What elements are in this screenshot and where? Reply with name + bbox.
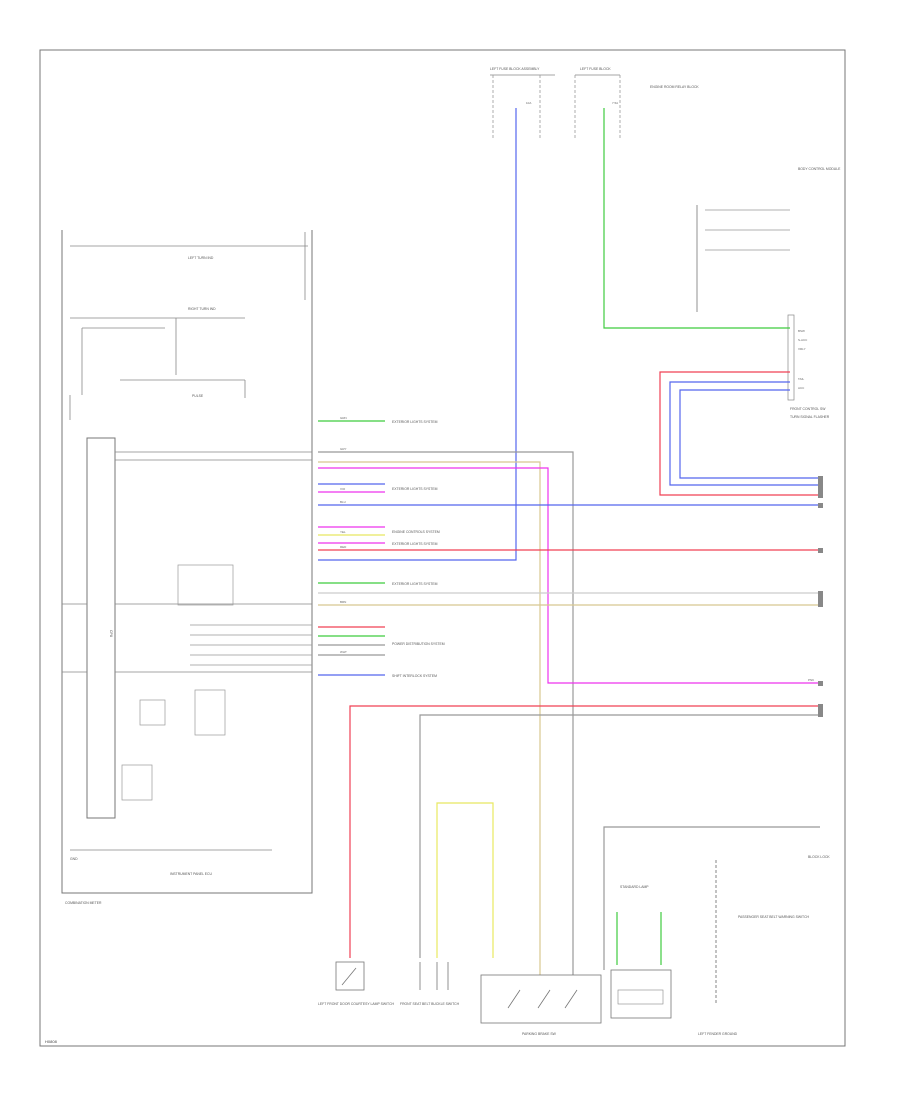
wire-label-2: ENGINE CONTROLS SYSTEM: [392, 530, 440, 534]
color-code-1: RED: [340, 545, 347, 549]
right-module: BODY CONTROL MODULE FRONT CONTROL SW TUR…: [696, 167, 841, 419]
rm-pin-3: TAIL: [798, 377, 804, 381]
lamp-label: STANDARD LAMP: [620, 885, 649, 889]
left-turn-label: LEFT TURN IND: [188, 256, 214, 260]
wire-label-4: EXTERIOR LIGHTS SYSTEM: [392, 582, 438, 586]
color-code-7: WHT: [340, 650, 347, 654]
wire-tan-1: [318, 461, 541, 985]
wire-label-6: SHIFT INTERLOCK SYSTEM: [392, 674, 437, 678]
block-lock-label: BLOCK LOCK: [808, 855, 830, 859]
color-code-6: GRY: [340, 447, 346, 451]
ecu-label: INSTRUMENT PANEL ECU: [170, 872, 212, 876]
ground-label-bottom: LEFT FENDER GROUND: [698, 1032, 738, 1036]
wire-red-bottom: [349, 705, 820, 958]
lamp-box: [610, 969, 672, 1019]
rm-pin-0: BSW: [798, 329, 805, 333]
right-switch-label: FRONT SEAT BELT BUCKLE SWITCH: [400, 1002, 460, 1006]
engine-room-label: ENGINE ROOM RELAY BLOCK: [650, 85, 699, 89]
bottom-components: LEFT FRONT DOOR COURTESY LAMP SWITCH FRO…: [318, 855, 830, 1036]
meter-cpu-block: [86, 437, 116, 819]
wire-label-3: EXTERIOR LIGHTS SYSTEM: [392, 542, 438, 546]
color-code-0: GRN: [340, 416, 347, 420]
wire-red-loop: [659, 371, 820, 496]
diagram-frame: [39, 49, 846, 1047]
color-code-8: PNK: [808, 678, 814, 682]
wire-gray-top: [318, 451, 574, 985]
right-module-note2: TURN SIGNAL FLASHER: [790, 415, 830, 419]
color-code-4: VIO: [340, 487, 346, 491]
rm-pin-1: S-ACC: [798, 338, 808, 342]
footer-code: H0808: [45, 1039, 58, 1044]
right-module-note: FRONT CONTROL SW: [790, 407, 826, 411]
cpu-label: CPU: [109, 630, 113, 638]
wire-blue-loop-2: [679, 389, 820, 479]
wire-magenta: [318, 467, 820, 684]
passenger-label: PASSENGER SEAT BELT WARNING SWITCH: [738, 915, 810, 919]
color-code-2: BLU: [340, 500, 346, 504]
left-fuse-label: 10A: [526, 101, 531, 105]
ground-label: GND: [70, 857, 78, 861]
wire-label-0: EXTERIOR LIGHTS SYSTEM: [392, 420, 438, 424]
combination-meter: CPU LEFT TURN IND RIGHT TURN IND PULSE G…: [61, 230, 313, 905]
right-fuse-label: 7.5A: [612, 101, 618, 105]
wire-blue-vertical: [318, 108, 517, 561]
right-edge-connectors: [818, 476, 823, 717]
right-module-title: BODY CONTROL MODULE: [798, 167, 841, 171]
wires: [318, 108, 820, 1005]
right-turn-label: RIGHT TURN IND: [188, 307, 216, 311]
color-code-5: BRN: [340, 600, 346, 604]
color-code-3: YEL: [340, 530, 346, 534]
top-right-connector: LEFT FUSE BLOCK: [580, 67, 611, 71]
pulse-label: PULSE: [192, 394, 204, 398]
left-door-switch: [335, 961, 365, 991]
wire-lamp-left: [603, 826, 820, 970]
wire-label-5: POWER DISTRIBUTION SYSTEM: [392, 642, 445, 646]
wire-gray-bottom: [419, 714, 820, 958]
main-switch-label: PARKING BRAKE SW: [522, 1032, 557, 1036]
rm-pin-4: ACC: [798, 386, 805, 390]
rm-pin-2: VRLY: [798, 347, 806, 351]
top-left-connector: LEFT FUSE BLOCK ASSEMBLY: [490, 67, 540, 71]
wire-blue-loop-1: [669, 381, 820, 486]
main-switch-box: [480, 974, 602, 1024]
wire-yellow-loop: [436, 802, 494, 958]
wire-green-vertical: [603, 108, 790, 329]
wire-text-labels: EXTERIOR LIGHTS SYSTEM EXTERIOR LIGHTS S…: [340, 416, 814, 682]
left-switch-label: LEFT FRONT DOOR COURTESY LAMP SWITCH: [318, 1002, 395, 1006]
meter-title: COMBINATION METER: [65, 901, 102, 905]
wire-label-1: EXTERIOR LIGHTS SYSTEM: [392, 487, 438, 491]
top-connectors: LEFT FUSE BLOCK ASSEMBLY LEFT FUSE BLOCK…: [490, 67, 699, 138]
